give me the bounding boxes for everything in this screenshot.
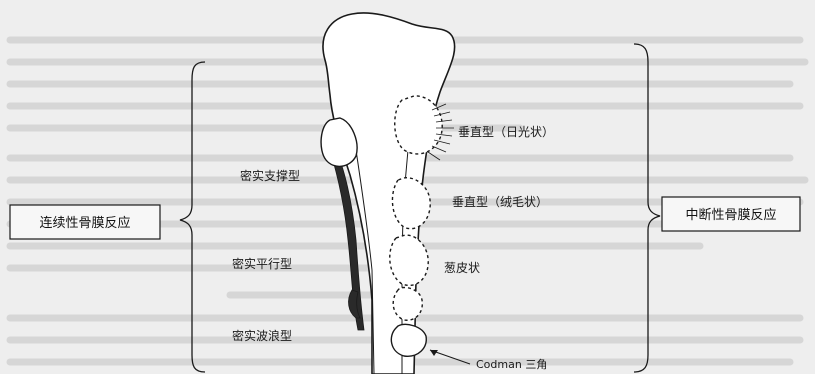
codman-triangle-label: Codman 三角 — [476, 358, 547, 371]
dense-parallel-type-label: 密实平行型 — [232, 256, 292, 271]
sunburst-mass — [395, 96, 442, 154]
onion-skin-mass-2 — [393, 288, 422, 321]
continuous-periosteal-reaction-label: 连续性骨膜反应 — [39, 215, 130, 231]
vertical-hairy-type-label: 垂直型（绒毛状） — [452, 195, 548, 209]
interrupted-periosteal-reaction-box: 中断性骨膜反应 — [662, 197, 800, 231]
codman-arrowhead — [430, 350, 438, 356]
continuous-periosteal-reaction-box: 连续性骨膜反应 — [10, 205, 160, 239]
vertical-sunburst-type-label: 垂直型（日光状） — [458, 125, 554, 139]
hairy-mass — [392, 178, 430, 229]
dense-support-type-label: 密实支撑型 — [240, 168, 300, 183]
codman-triangle-mass — [391, 324, 426, 356]
dense-wavy-type-label: 密实波浪型 — [232, 328, 292, 343]
interrupted-periosteal-reaction-label: 中断性骨膜反应 — [685, 207, 776, 223]
right-brace — [634, 44, 660, 372]
onion-skin-type-label: 葱皮状 — [444, 261, 480, 275]
